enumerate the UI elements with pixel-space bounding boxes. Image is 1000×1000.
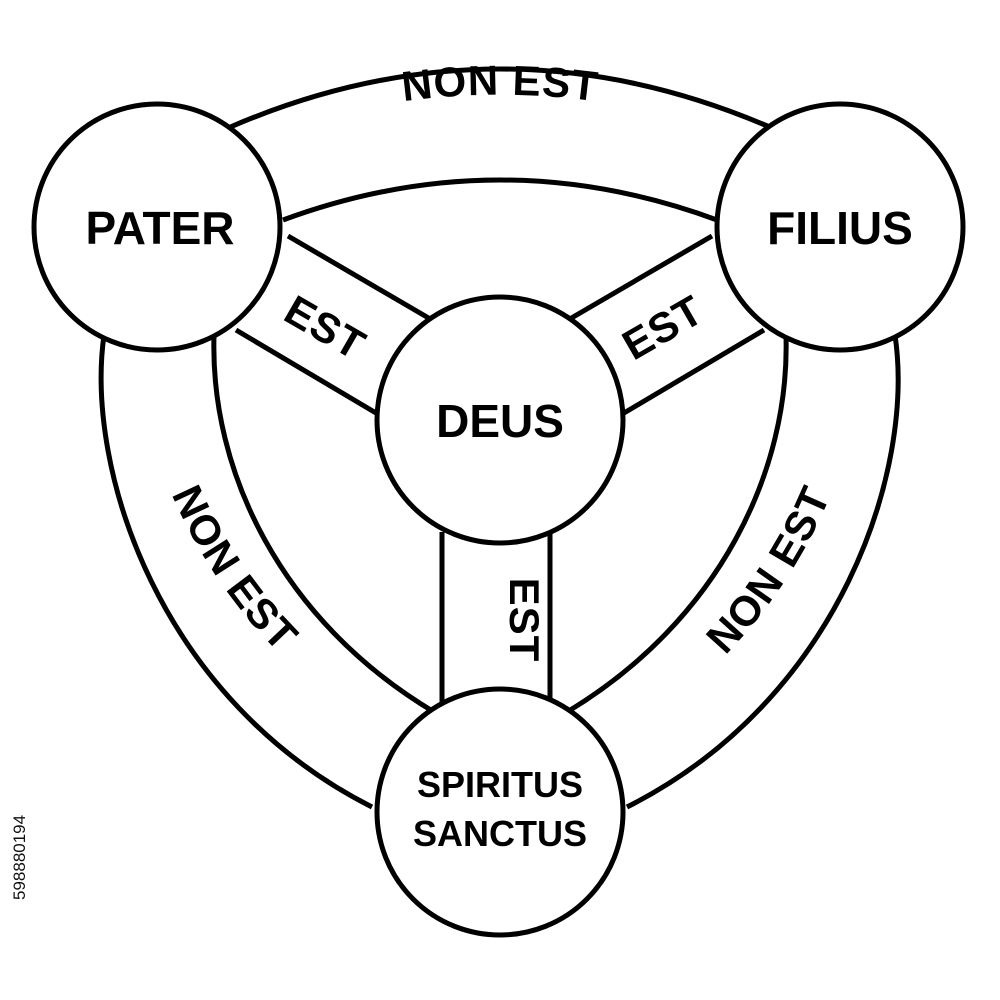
- edge-label-spiritus-deus: EST: [501, 578, 548, 663]
- band-outer-right: [625, 334, 901, 810]
- edge-label-pater-filius: NON EST: [399, 57, 601, 111]
- band-outer-top: [227, 66, 773, 131]
- node-circle-filius: [714, 101, 966, 353]
- outer-band: [98, 66, 901, 810]
- edge-label-pater-deus: EST: [277, 286, 374, 369]
- band-inner-right: [565, 335, 789, 715]
- edge-label-pater-filius-path: NON EST: [399, 57, 600, 111]
- node-circle-deus: [374, 294, 626, 546]
- edge-label-pater-spiritus-path: NON EST: [163, 478, 306, 660]
- node-label-spiritus-line1: SPIRITUS: [417, 764, 583, 805]
- spokes: [234, 233, 766, 703]
- spoke-filius-edge-a: [566, 233, 714, 323]
- band-outer-left: [98, 334, 374, 810]
- node-label-deus: DEUS: [436, 395, 564, 447]
- nodes: [31, 101, 966, 938]
- edge-label-pater-spiritus: NON EST: [163, 478, 307, 660]
- band-inner-top: [282, 177, 718, 223]
- spoke-pater-edge-a: [286, 233, 434, 323]
- stock-image-id-text: 598880194: [10, 814, 29, 900]
- node-circle-spiritus: [374, 686, 626, 938]
- node-label-filius: FILIUS: [767, 202, 913, 254]
- edge-label-filius-deus: EST: [614, 286, 711, 369]
- spoke-filius-edge-b: [622, 327, 766, 416]
- spoke-pater-edge-b: [234, 327, 378, 416]
- band-inner-left: [211, 335, 436, 715]
- node-label-pater: PATER: [85, 202, 234, 254]
- stock-image-id: 598880194: [8, 760, 32, 900]
- node-circle-pater: [31, 101, 283, 353]
- node-label-spiritus-line2: SANCTUS: [413, 813, 587, 854]
